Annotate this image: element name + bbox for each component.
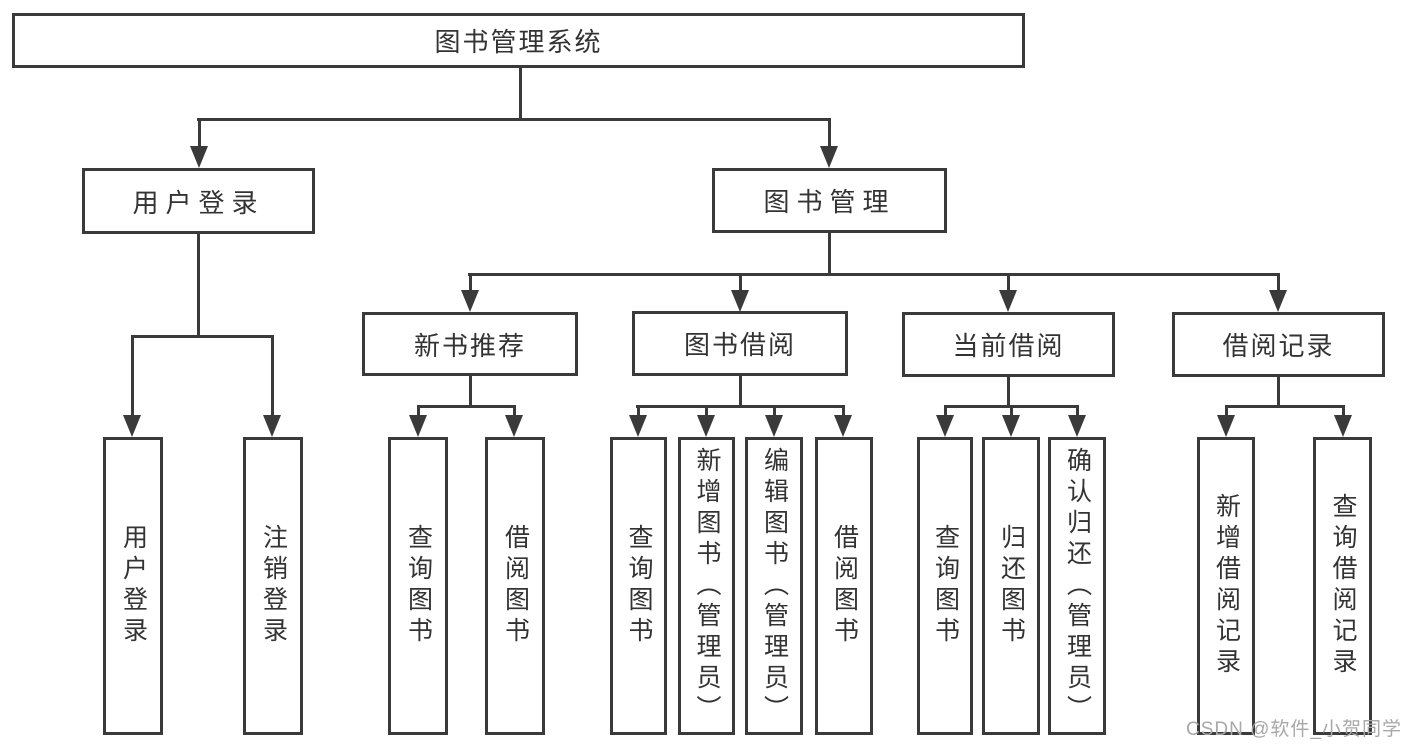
arrowhead-book-borrowing [731,290,749,312]
leaf-add-books-admin: 新增图书（管理员） [678,437,735,735]
leaf-edit-books-admin: 编辑图书（管理员） [745,437,803,735]
arrowhead-add-borrow-record [1217,415,1235,437]
node-borrow-records-label: 借阅记录 [1222,331,1335,361]
leaf-add-borrow-record: 新增借阅记录 [1197,437,1255,735]
node-book-management: 图书管理 [712,168,947,233]
connector-drop-borrow-records [1277,273,1280,293]
connector-user-login-split [131,335,274,338]
connector-drop-borrow-books-recommend [513,405,516,418]
connector-borrow-records-trunk [1277,374,1280,407]
connector-root-split [197,118,831,121]
connector-drop-edit-books-admin [773,405,776,418]
node-book-borrowing: 图书借阅 [632,311,848,376]
connector-drop-leaf-logout [271,335,274,418]
leaf-query-books-current-label: 查询图书 [931,524,960,648]
connector-drop-borrow-books [842,405,845,418]
leaf-borrow-books-recommend-label: 借阅图书 [501,524,530,648]
connector-drop-book-borrowing [739,273,742,293]
leaf-confirm-return-admin: 确认归还（管理员） [1048,437,1106,735]
connector-drop-book-management [828,118,831,149]
arrowhead-query-borrow-record [1334,415,1352,437]
connector-new-book-recommend-trunk [469,375,472,407]
connector-drop-return-books [1010,405,1013,418]
leaf-query-borrow-record: 查询借阅记录 [1313,437,1372,735]
node-user-login: 用户登录 [82,168,315,234]
arrowhead-borrow-books [834,415,852,437]
leaf-confirm-return-admin-label: 确认归还（管理员） [1063,446,1092,726]
leaf-query-books-borrowing-label: 查询图书 [625,524,653,648]
arrowhead-new-book-recommend [461,290,479,312]
node-root-label: 图书管理系统 [434,27,603,57]
connector-new-book-recommend-split [417,405,516,408]
connector-book-borrowing-trunk [739,374,742,407]
leaf-query-books-recommend: 查询图书 [388,437,448,735]
arrowhead-edit-books-admin [765,415,783,437]
leaf-user-login-label: 用户登录 [119,524,148,648]
leaf-logout: 注销登录 [243,437,303,735]
node-current-borrowing-label: 当前借阅 [952,331,1065,361]
connector-drop-add-borrow-record [1225,405,1228,418]
arrowhead-book-management [820,146,838,168]
arrowhead-confirm-return-admin [1068,415,1086,437]
connector-book-borrowing-split [636,405,844,408]
node-new-book-recommend-label: 新书推荐 [413,330,526,361]
arrowhead-borrow-books-recommend [505,415,523,437]
leaf-add-books-admin-label: 新增图书（管理员） [693,446,721,726]
arrowhead-query-books-current [936,415,954,437]
leaf-borrow-books-label: 借阅图书 [830,524,859,648]
node-borrow-records: 借阅记录 [1172,312,1385,377]
connector-user-login-trunk [197,233,200,338]
arrowhead-borrow-records [1269,290,1287,312]
node-user-login-label: 用户登录 [132,187,265,218]
arrowhead-query-books-recommend [409,415,427,437]
connector-drop-query-borrow-record [1342,405,1345,418]
connector-borrow-records-split [1225,405,1344,408]
watermark: CSDN @软件_小贺同学 [1186,719,1402,740]
node-book-borrowing-label: 图书借阅 [683,330,796,360]
connector-drop-query-books-borrowing [637,405,640,418]
leaf-add-borrow-record-label: 新增借阅记录 [1212,493,1241,679]
connector-current-borrowing-trunk [1007,375,1010,407]
arrowhead-leaf-logout [263,415,281,437]
leaf-borrow-books: 借阅图书 [815,437,873,735]
leaf-query-books-current: 查询图书 [917,437,973,735]
connector-book-management-trunk [828,233,831,276]
arrowhead-user-login [190,146,208,168]
connector-drop-add-books-admin [705,405,708,418]
arrowhead-leaf-user-login [123,415,141,437]
connector-drop-user-login [198,118,201,149]
arrowhead-add-books-admin [697,415,715,437]
leaf-query-borrow-record-label: 查询借阅记录 [1329,493,1357,679]
leaf-logout-label: 注销登录 [259,524,288,648]
connector-drop-new-book-recommend [469,273,472,293]
connector-root-trunk [519,66,522,120]
connector-drop-leaf-user-login [131,335,134,418]
leaf-user-login: 用户登录 [103,437,163,735]
connector-drop-confirm-return-admin [1076,405,1079,418]
node-current-borrowing: 当前借阅 [902,312,1115,377]
arrowhead-return-books [1002,415,1020,437]
connector-drop-query-books-recommend [417,405,420,418]
connector-drop-current-borrowing [1007,273,1010,293]
arrowhead-current-borrowing [999,290,1017,312]
node-new-book-recommend: 新书推荐 [362,312,578,376]
arrowhead-query-books-borrowing [629,415,647,437]
leaf-borrow-books-recommend: 借阅图书 [485,437,545,735]
leaf-query-books-recommend-label: 查询图书 [404,524,433,648]
node-root: 图书管理系统 [12,13,1025,68]
leaf-query-books-borrowing: 查询图书 [610,437,667,735]
node-book-management-label: 图书管理 [763,187,896,217]
connector-book-management-split [468,273,1279,276]
leaf-return-books-label: 归还图书 [997,524,1026,648]
leaf-edit-books-admin-label: 编辑图书（管理员） [760,446,789,726]
leaf-return-books: 归还图书 [982,437,1040,735]
connector-drop-query-books-current [944,405,947,418]
